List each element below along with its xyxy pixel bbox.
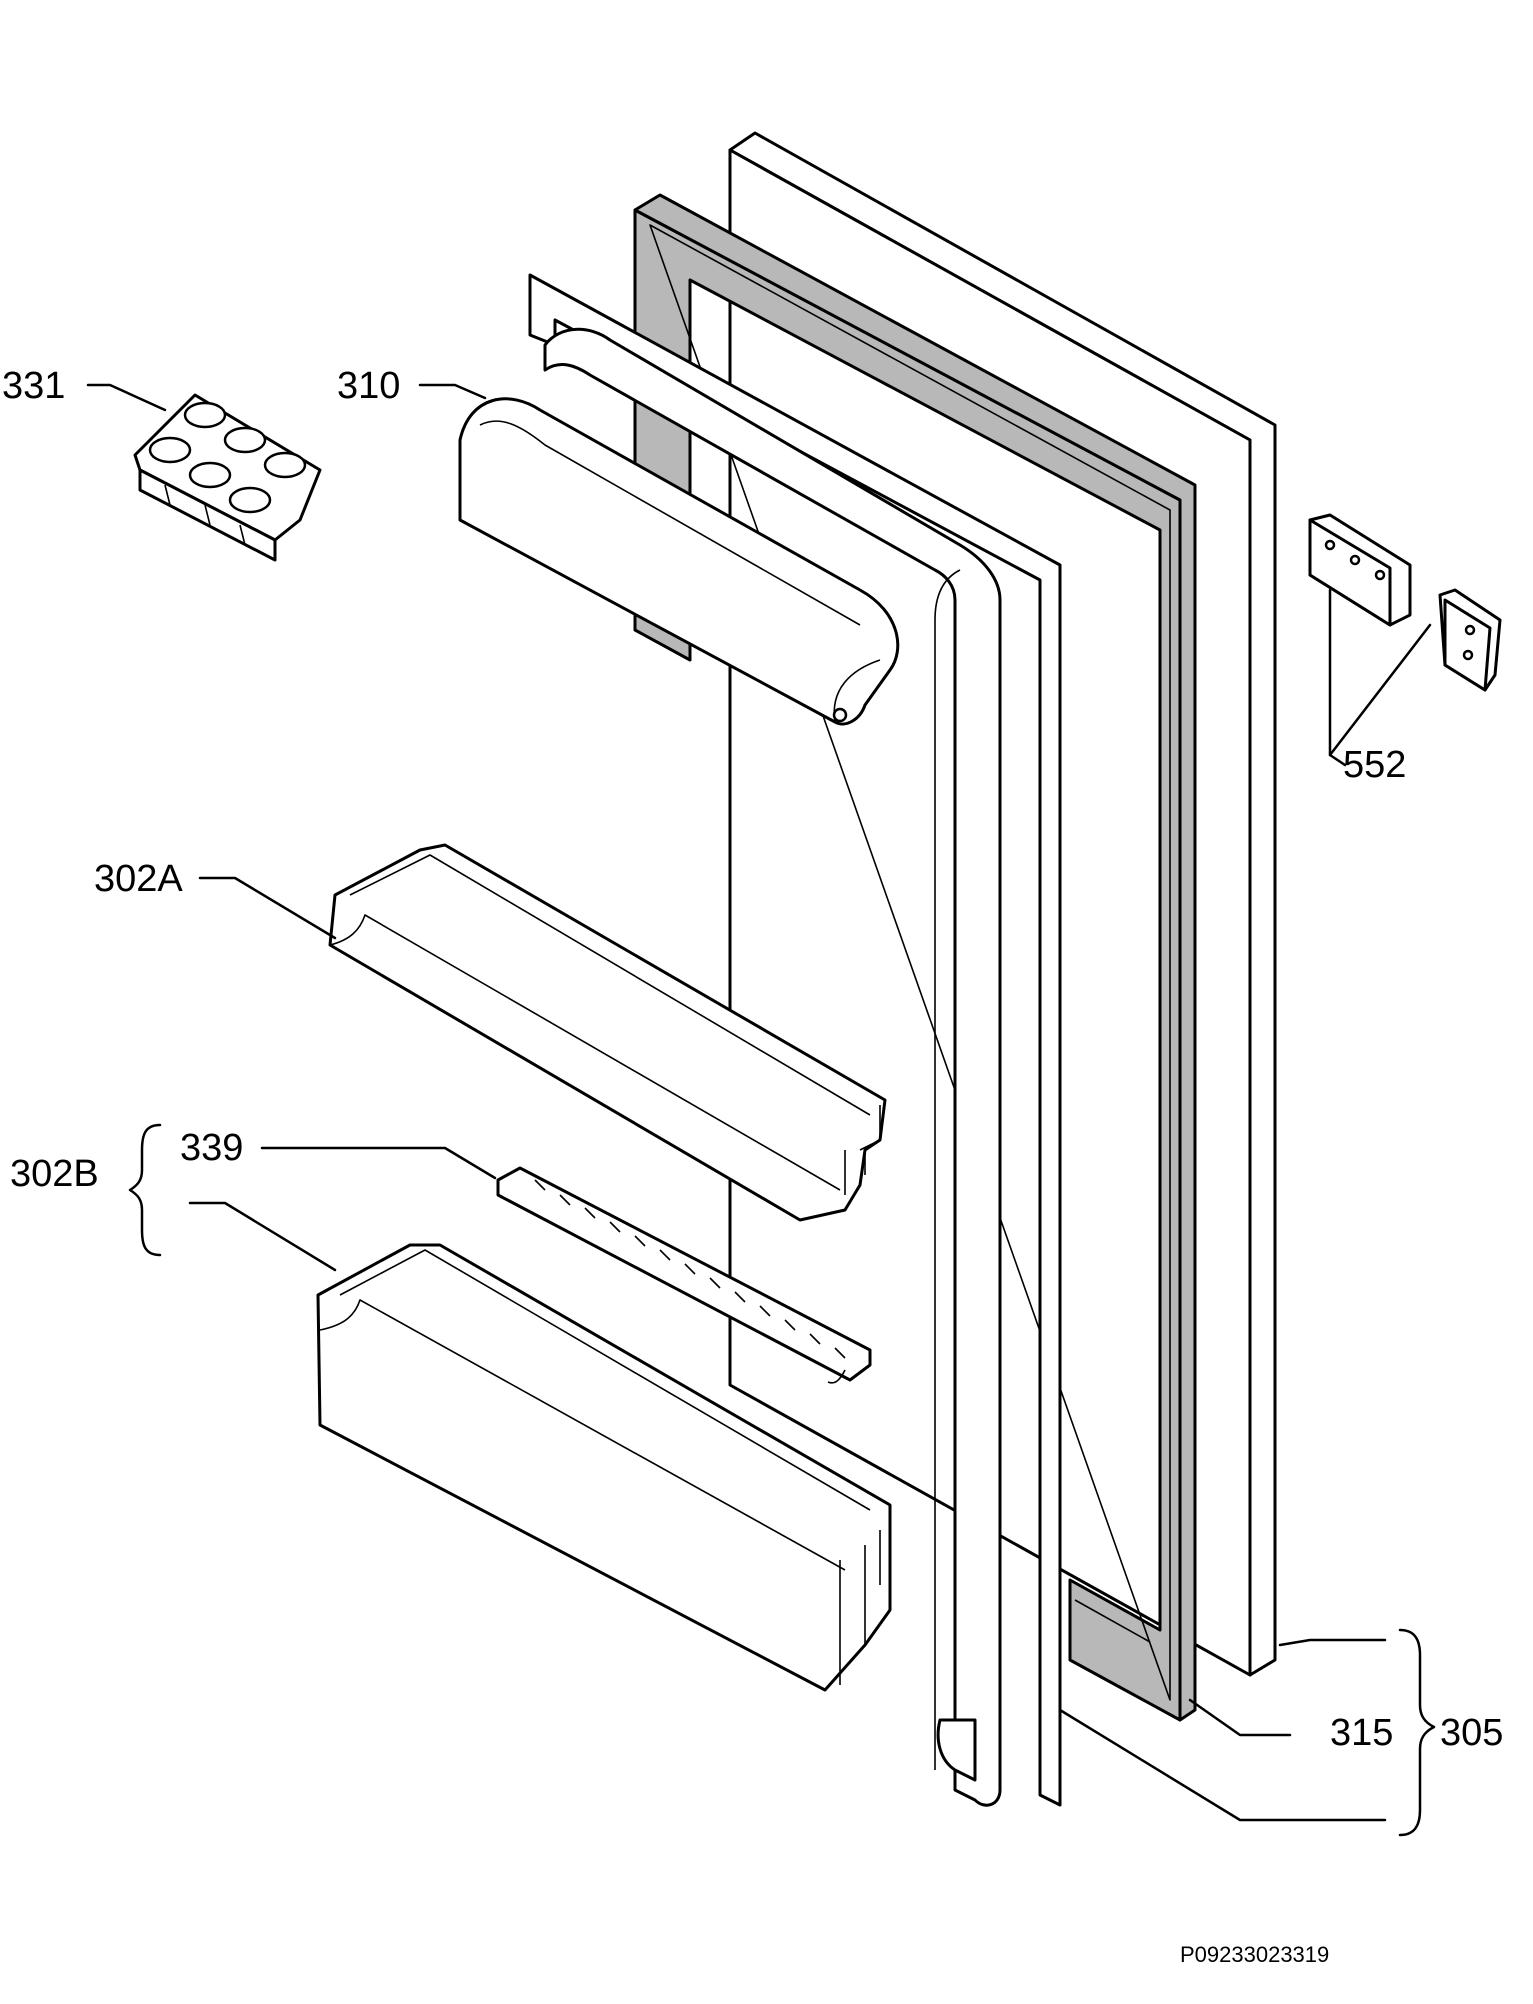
callout-339: 339 [180, 1127, 243, 1169]
bottle-retainer [496, 1166, 872, 1384]
leader-lines [86, 383, 1432, 1822]
hinge-brackets [1308, 513, 1502, 692]
door-shelf-302a [328, 843, 887, 1222]
callout-552: 552 [1343, 744, 1406, 786]
callout-305: 305 [1440, 1712, 1503, 1754]
callout-310: 310 [337, 365, 400, 407]
callout-315: 315 [1330, 1712, 1393, 1754]
document-id: P09233023319 [1180, 1942, 1329, 1967]
brace-305 [1398, 1628, 1436, 1837]
callout-302a: 302A [94, 858, 183, 900]
egg-tray [133, 393, 322, 562]
dairy-cover [458, 397, 900, 726]
callout-331: 331 [2, 365, 65, 407]
door-shelf-302b [316, 1243, 892, 1692]
brace-302b [128, 1123, 162, 1257]
callout-302b: 302B [10, 1153, 99, 1195]
door-inner-liner [528, 273, 1151, 1807]
